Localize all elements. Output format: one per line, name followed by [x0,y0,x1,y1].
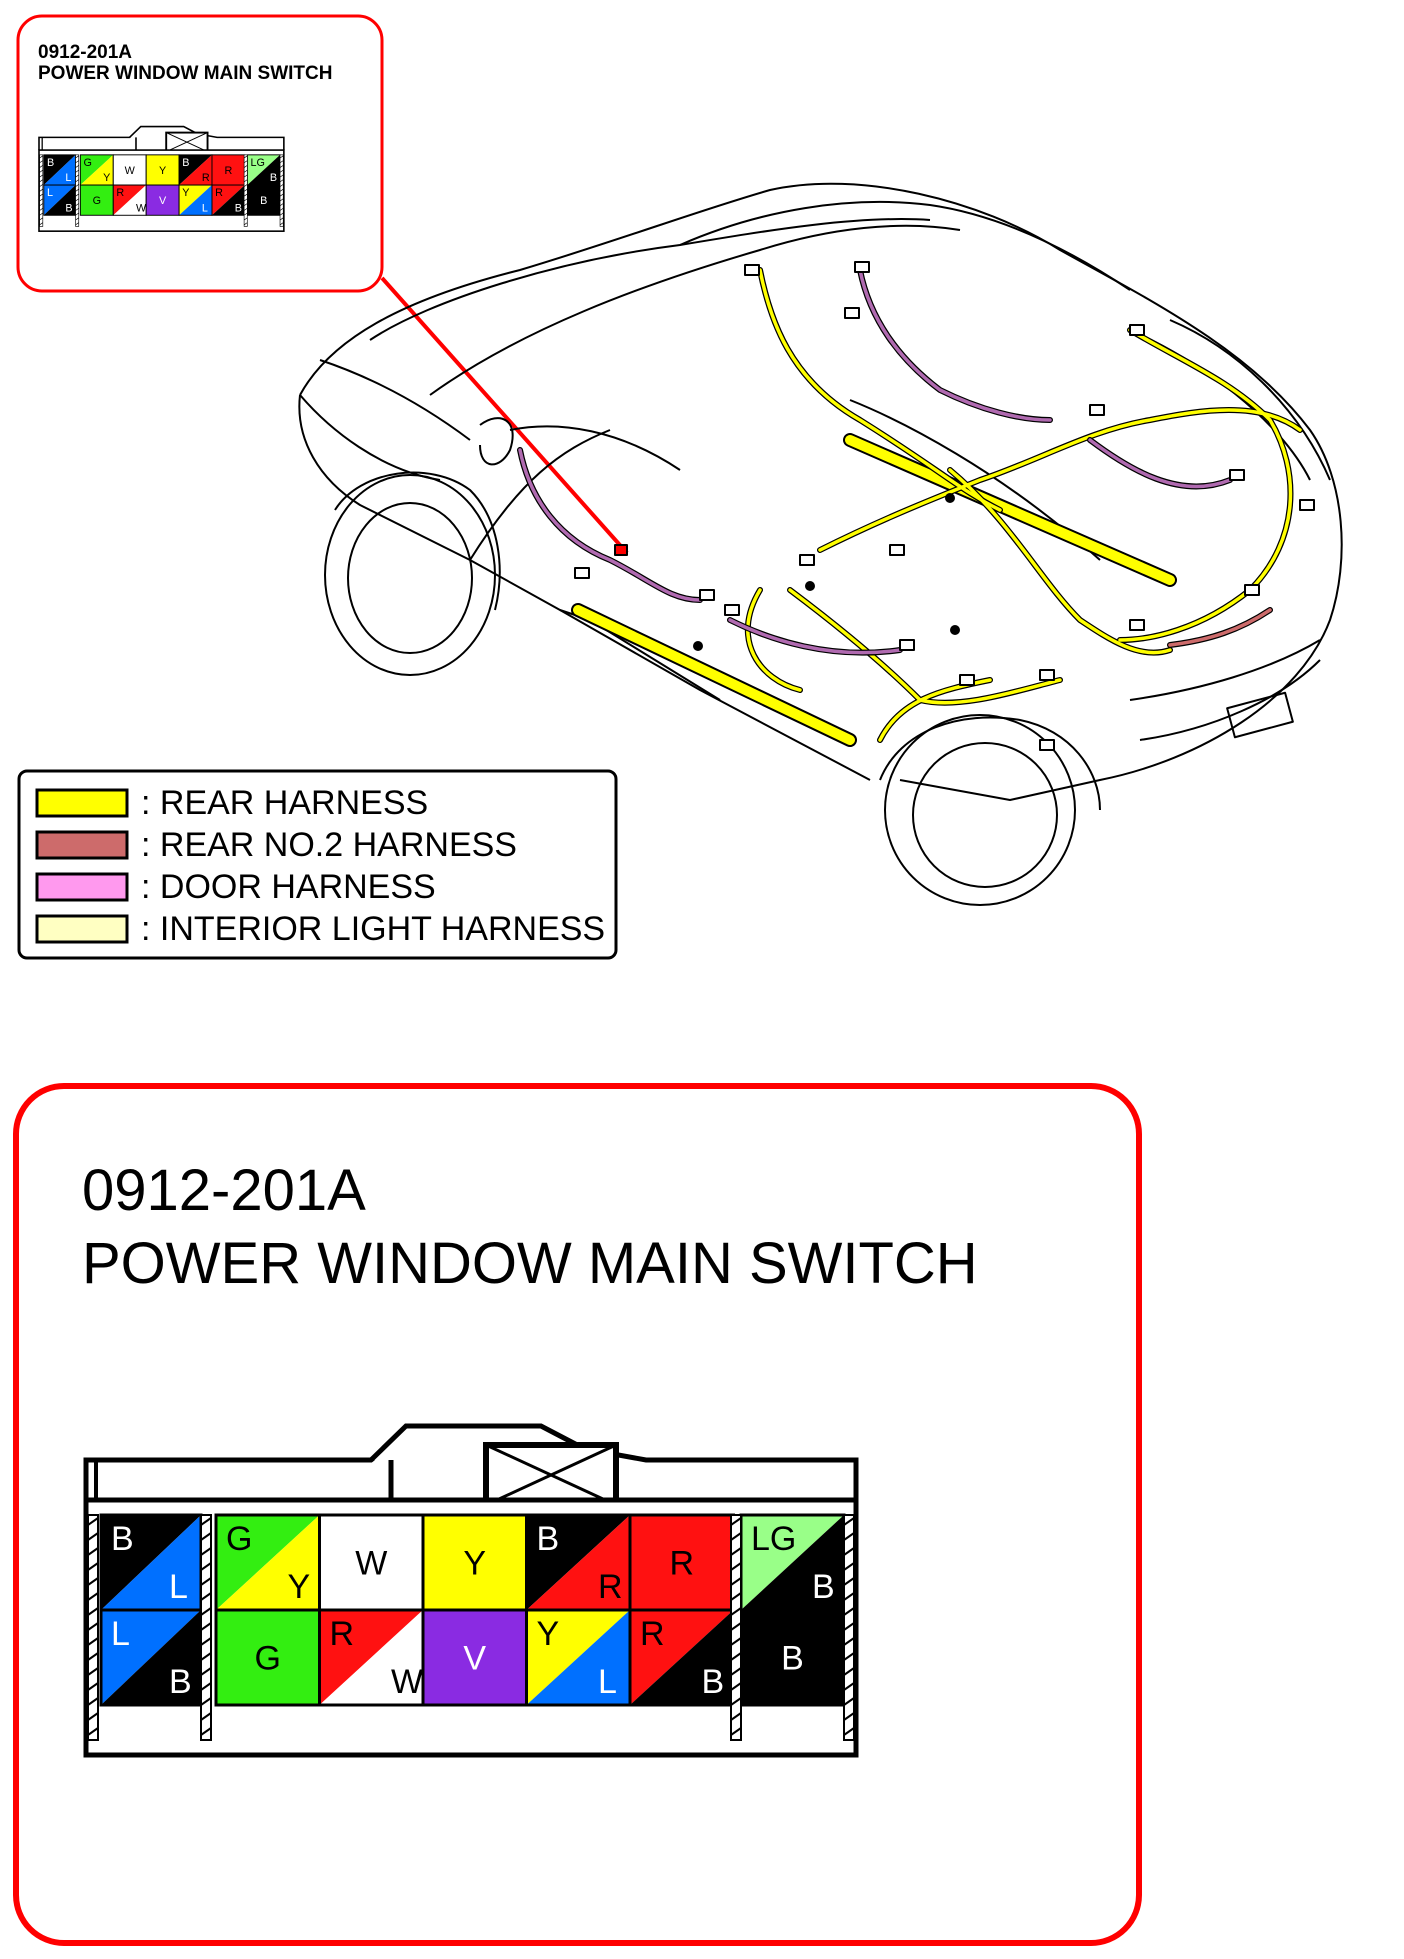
large-connector-graphic [86,1425,856,1755]
legend-swatch [35,788,129,818]
connector-name: POWER WINDOW MAIN SWITCH [82,1231,978,1296]
small-callout-box: 0912-201A POWER WINDOW MAIN SWITCH [16,14,384,293]
legend-swatch [35,830,129,860]
harness-wires [517,261,1315,751]
harness-legend: : REAR HARNESS : REAR NO.2 HARNESS : DOOR … [17,769,618,960]
small-connector-code: 0912-201A [38,42,132,63]
legend-items: : REAR HARNESS : REAR NO.2 HARNESS : DOOR … [35,784,605,948]
legend-label: : REAR HARNESS [141,784,428,822]
legend-label: : INTERIOR LIGHT HARNESS [141,910,605,948]
legend-swatch [35,914,129,944]
large-callout-box: 0912-201A POWER WINDOW MAIN SWITCH [13,1083,1142,1946]
legend-swatch [35,872,129,902]
small-connector-name: POWER WINDOW MAIN SWITCH [38,63,332,84]
legend-label: : REAR NO.2 HARNESS [141,826,517,864]
callout-leader-line [380,276,629,555]
small-connector-graphic [38,125,285,233]
legend-label: : DOOR HARNESS [141,868,436,906]
connector-code: 0912-201A [82,1158,366,1223]
